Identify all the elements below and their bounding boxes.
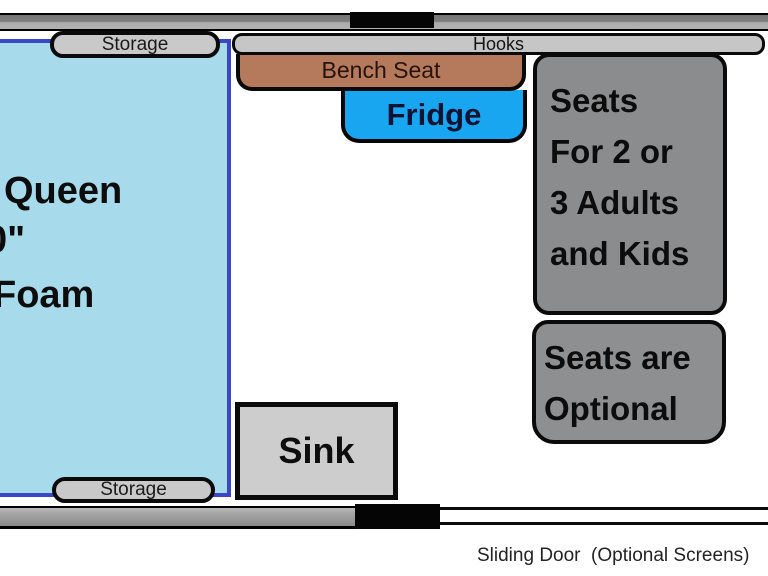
- bed-label-line: Foam: [0, 274, 95, 316]
- seats-optional-line: Seats are: [544, 339, 691, 376]
- storage-top: Storage: [50, 31, 220, 58]
- fridge: Fridge: [341, 90, 527, 143]
- storage-bottom: Storage: [52, 477, 215, 503]
- seats-optional-line: Optional: [544, 390, 678, 427]
- storage-top-label: Storage: [101, 33, 169, 55]
- sliding-door-caption: Sliding Door (Optional Screens): [477, 545, 750, 566]
- bed-area: [0, 39, 231, 497]
- seats-box-line: For 2 or: [550, 133, 673, 170]
- seats-box-line: 3 Adults: [550, 184, 679, 221]
- seats-box-line: and Kids: [550, 235, 690, 272]
- seats-box: Seats For 2 or 3 Adults and Kids: [533, 53, 727, 315]
- bed-label-line: Queen: [4, 170, 123, 212]
- bench-seat: Bench Seat: [236, 54, 526, 91]
- storage-bottom-label: Storage: [100, 479, 167, 500]
- sink: Sink: [235, 402, 398, 500]
- hooks-rail: Hooks: [232, 33, 765, 55]
- top-wall-door-segment: [350, 12, 434, 28]
- hooks-label: Hooks: [472, 33, 525, 54]
- sliding-door-opening: [440, 507, 768, 525]
- seats-box-line: Seats: [550, 82, 639, 119]
- bottom-wall-door-segment: [355, 504, 440, 529]
- bottom-wall: [0, 506, 362, 529]
- bed-label-line: 0": [0, 219, 26, 261]
- fridge-label: Fridge: [386, 96, 482, 132]
- bench-seat-label: Bench Seat: [321, 57, 441, 83]
- seats-optional-box: Seats are Optional: [532, 320, 726, 444]
- sink-label: Sink: [278, 430, 355, 471]
